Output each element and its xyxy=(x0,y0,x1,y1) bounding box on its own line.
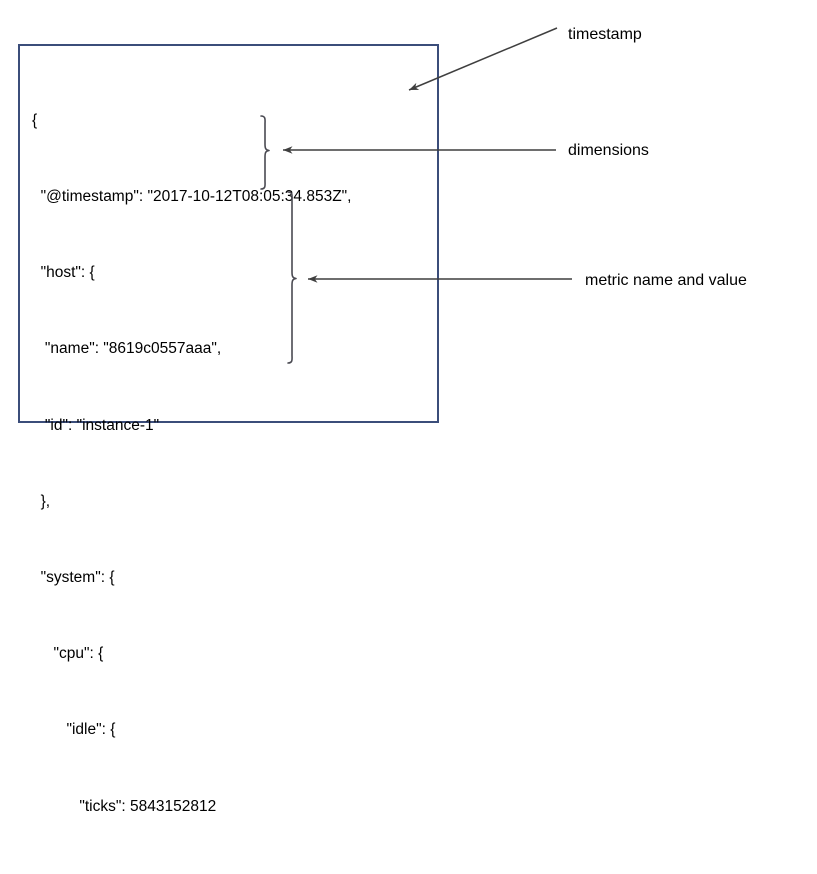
json-line-system-open: "system": { xyxy=(32,569,115,587)
json-line-cpu-open: "cpu": { xyxy=(32,645,104,663)
json-code-block: { "@timestamp": "2017-10-12T08:05:34.853… xyxy=(32,57,352,874)
callout-label-timestamp: timestamp xyxy=(568,26,642,43)
json-line-idle-open: "idle": { xyxy=(32,721,116,739)
json-document-box: { "@timestamp": "2017-10-12T08:05:34.853… xyxy=(18,44,439,874)
json-line-host-open: "host": { xyxy=(32,264,95,282)
json-line-idle-close: }, xyxy=(32,870,352,874)
json-line-timestamp: "@timestamp": "2017-10-12T08:05:34.853Z"… xyxy=(32,188,352,206)
json-line-host-id: "id": "instance-1" xyxy=(32,416,160,434)
json-line: { xyxy=(32,111,38,129)
json-line-host-name: "name": "8619c0557aaa", xyxy=(32,340,222,358)
json-line-host-close: }, xyxy=(32,492,51,510)
json-line-ticks: "ticks": 5843152812 xyxy=(32,797,217,815)
callout-label-dimensions: dimensions xyxy=(568,142,649,159)
callout-label-metric: metric name and value xyxy=(585,272,747,289)
